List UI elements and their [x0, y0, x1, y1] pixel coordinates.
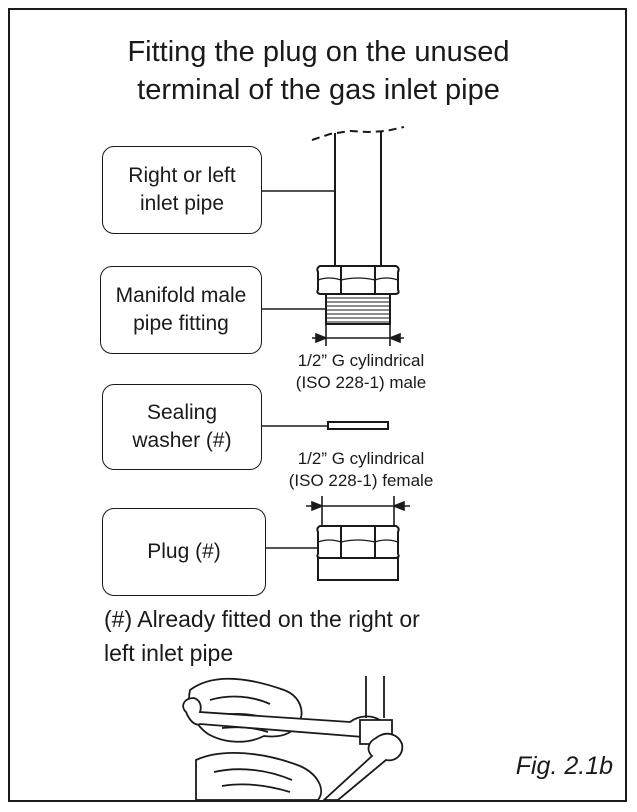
callout-male-fitting: Manifold male pipe fitting [100, 266, 262, 354]
plug-body [317, 557, 399, 581]
figure-label: Fig. 2.1b [515, 752, 613, 780]
plug-hex-head [316, 525, 400, 559]
spanner-illustration [182, 676, 404, 801]
right-hand [195, 752, 322, 801]
vertical-pipe-illustration [365, 676, 385, 718]
callout-inlet-pipe: Right or left inlet pipe [102, 146, 262, 234]
male-thread [325, 293, 391, 325]
thread-hatching [327, 297, 389, 323]
pipe-hex-nut [316, 265, 400, 295]
female-dimension-label: 1/2” G cylindrical (ISO 228-1) female [266, 448, 456, 492]
leader-lines [262, 190, 335, 549]
figure-title-line-2: terminal of the gas inlet pipe [137, 74, 500, 106]
male-dimension-line-2: (ISO 228-1) male [295, 373, 427, 392]
male-dim-arrow-left [315, 332, 329, 344]
female-dim-arrow-left [311, 500, 325, 512]
male-dim-arrow-right [387, 332, 401, 344]
female-dimension-line-1: 1/2” G cylindrical [297, 449, 425, 468]
female-dimension-line-2: (ISO 228-1) female [288, 471, 434, 490]
pipe-break-mark [311, 126, 405, 141]
lower-spanner [321, 732, 404, 801]
upper-spanner [182, 697, 383, 739]
left-hand [188, 677, 303, 743]
callout-inlet-pipe-line-2: inlet pipe [139, 192, 225, 215]
callout-inlet-pipe-line-1: Right or left [128, 164, 236, 187]
callout-sealing-washer: Sealing washer (#) [102, 384, 262, 470]
footnote-line-1: (#) Already fitted on the right or [104, 606, 420, 632]
footnote-line-2: left inlet pipe [104, 640, 234, 666]
callout-sealing-washer-line-2: washer (#) [132, 429, 232, 452]
callout-plug-line-1: Plug (#) [147, 540, 221, 563]
callout-plug: Plug (#) [102, 508, 266, 596]
callout-male-fitting-line-1: Manifold male [115, 284, 247, 307]
figure-frame [8, 8, 627, 802]
male-dimension-line-1: 1/2” G cylindrical [297, 351, 425, 370]
male-dimension-label: 1/2” G cylindrical (ISO 228-1) male [266, 350, 456, 394]
callout-sealing-washer-line-1: Sealing [146, 401, 218, 424]
callout-male-fitting-line-2: pipe fitting [133, 312, 229, 335]
sealing-washer [327, 421, 389, 430]
figure-title-line-1: Fitting the plug on the unused [127, 36, 510, 68]
female-dim-arrow-right [391, 500, 405, 512]
